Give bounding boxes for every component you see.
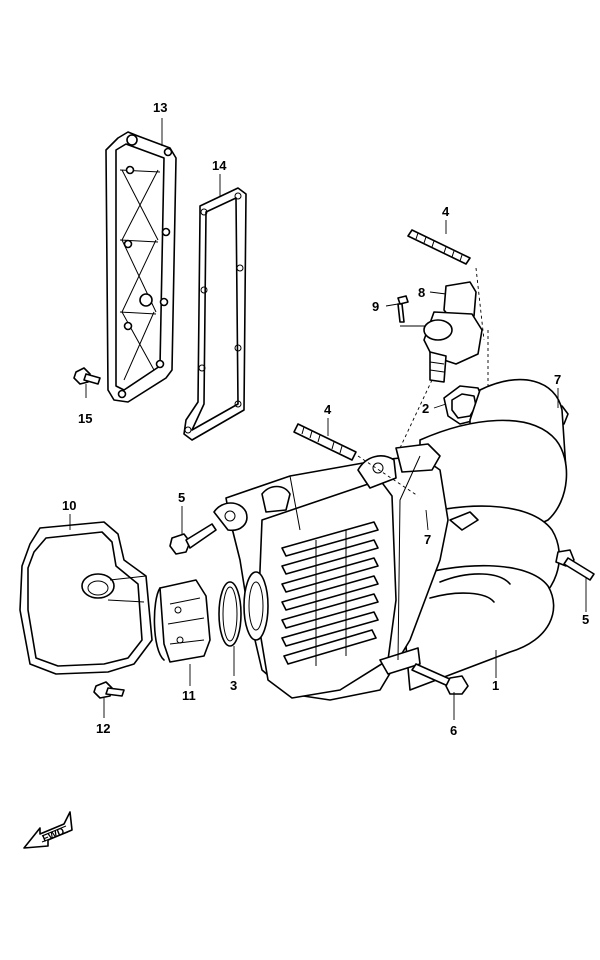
callout-1: 1 <box>492 678 499 693</box>
callout-9: 9 <box>372 299 379 314</box>
part-3-o-ring <box>218 581 242 647</box>
part-13-cover-plate <box>105 131 177 403</box>
callout-4-upper: 4 <box>442 204 450 219</box>
callout-11: 11 <box>182 688 196 703</box>
part-10-cover <box>19 521 153 675</box>
callout-8: 8 <box>418 285 425 300</box>
part-14-gasket <box>183 187 247 441</box>
callout-14: 14 <box>212 158 227 173</box>
part-5-right-bolt <box>555 549 595 581</box>
part-4-lower-stud <box>293 423 357 461</box>
callout-2: 2 <box>422 401 429 416</box>
part-8-sensor <box>423 281 483 383</box>
callout-7-right: 7 <box>554 372 561 387</box>
manifold-fins <box>281 521 379 666</box>
callout-7-center: 7 <box>424 532 431 547</box>
part-4-upper-stud <box>407 229 471 265</box>
part-12-bolt <box>93 681 125 699</box>
fwd-label: FWD <box>41 826 66 845</box>
part-15-bolt <box>73 367 101 385</box>
part-11-adapter <box>153 579 211 663</box>
callout-15: 15 <box>78 411 92 426</box>
leader-lines <box>69 118 587 720</box>
callout-5-left: 5 <box>178 490 185 505</box>
callout-labels: 13 14 4 8 9 7 2 4 15 10 5 7 5 1 3 11 12 … <box>62 100 589 738</box>
callout-3: 3 <box>230 678 237 693</box>
callout-10: 10 <box>62 498 76 513</box>
callout-5-right: 5 <box>582 612 589 627</box>
fwd-arrow-icon: FWD <box>23 811 73 849</box>
callout-6: 6 <box>450 723 457 738</box>
part-9-screw <box>397 295 409 323</box>
part-1-intake-manifold <box>213 378 568 701</box>
part-6-bolt <box>411 663 469 695</box>
callout-13: 13 <box>153 100 167 115</box>
part-5-left-bolt <box>169 523 217 555</box>
callout-12: 12 <box>96 721 110 736</box>
callout-4-lower: 4 <box>324 402 332 417</box>
